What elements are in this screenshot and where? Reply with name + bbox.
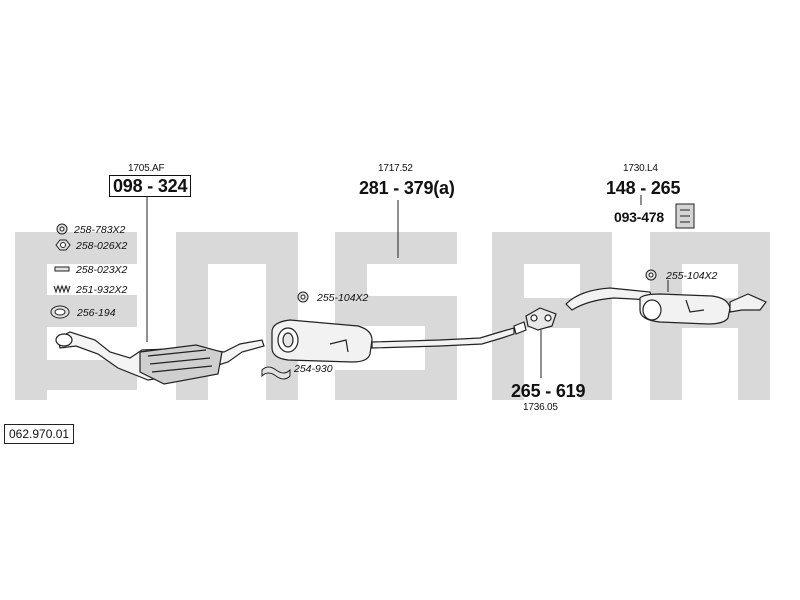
part-label: 255-104X2: [666, 270, 718, 282]
sub-number-label: 1736.05: [523, 402, 558, 413]
part-label: 258-783X2: [74, 224, 126, 236]
part-number-label: 098 - 324: [109, 175, 192, 197]
part-number-label: 281 - 379(a): [359, 178, 455, 198]
extra-part-number: 093-478: [614, 209, 664, 225]
part-label: 258-026X2: [76, 240, 128, 252]
part-label: 251-932X2: [76, 284, 128, 296]
connector-clamp: [513, 307, 557, 335]
part-label: 258-023X2: [76, 264, 128, 276]
sub-number-label: 1717.52: [378, 163, 413, 174]
part-label: 254-930: [294, 363, 333, 375]
part-label: 256-194: [77, 307, 116, 319]
part-label: 255-104X2: [317, 292, 369, 304]
part-number-label: 265 - 619: [511, 381, 586, 401]
rear-silencer: [565, 287, 767, 325]
reference-code: 062.970.01: [4, 424, 75, 444]
sub-number-label: 1730.L4: [623, 163, 658, 174]
catalytic-converter: [55, 331, 265, 385]
gasket-icons: [50, 203, 695, 380]
part-number-label: 148 - 265: [606, 178, 681, 198]
sub-number-label: 1705.AF: [128, 163, 165, 174]
middle-silencer: [271, 319, 515, 363]
leader-lines: [146, 195, 669, 378]
